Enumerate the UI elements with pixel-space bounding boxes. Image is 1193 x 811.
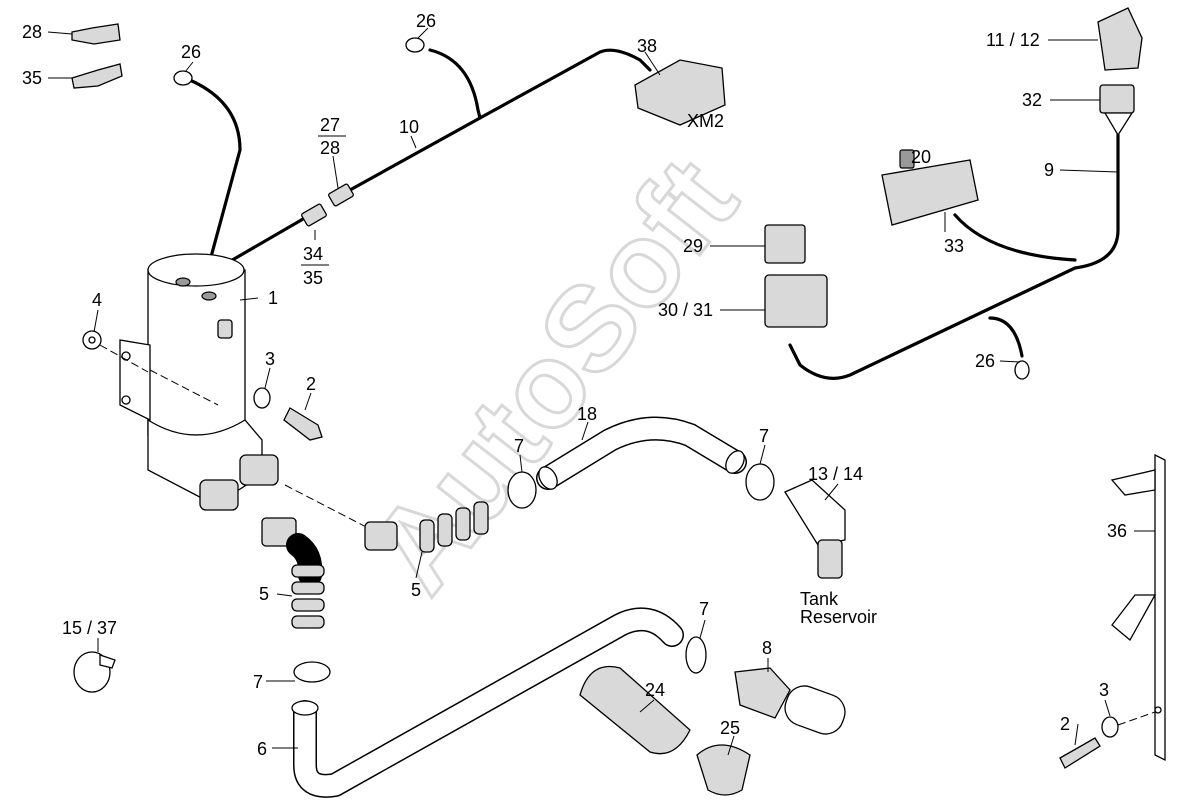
clamp-7-right (745, 463, 775, 501)
washer-3-right (1101, 716, 1119, 738)
label-3-right: 3 (1099, 680, 1109, 700)
connector-27-28 (328, 183, 354, 207)
label-29: 29 (683, 236, 703, 256)
label-7-center: 7 (514, 436, 524, 456)
switch-11-12 (1097, 7, 1143, 71)
label-4: 4 (92, 290, 102, 310)
label-15-37: 15 / 37 (62, 618, 117, 638)
label-7-lower: 7 (253, 672, 263, 692)
label-reservoir: Reservoir (800, 607, 877, 627)
label-36: 36 (1107, 521, 1127, 541)
bolt-2-right (1059, 737, 1101, 769)
hose-5-horizontal (364, 501, 489, 553)
label-26-c: 26 (975, 351, 995, 371)
label-28-connector: 28 (320, 138, 340, 158)
label-28-terminal: 28 (22, 22, 42, 42)
connector-32 (1099, 84, 1135, 114)
clamp-7-filter (685, 636, 707, 674)
label-6: 6 (257, 739, 267, 759)
bolt-2-left (283, 407, 323, 441)
terminal-28 (71, 23, 121, 45)
label-25: 25 (720, 718, 740, 738)
label-7-filter: 7 (699, 599, 709, 619)
label-8: 8 (762, 638, 772, 658)
bracket-36 (1110, 453, 1166, 762)
label-30-31: 30 / 31 (658, 300, 713, 320)
hose-6 (293, 607, 684, 798)
inline-filter-8 (734, 667, 846, 735)
label-18: 18 (577, 404, 597, 424)
label-35-terminal: 35 (22, 68, 42, 88)
clamp-7-lower (293, 661, 331, 683)
label-7-right: 7 (759, 426, 769, 446)
leader-lines (47, 27, 1155, 756)
label-3-left: 3 (265, 349, 275, 369)
relay-29 (764, 224, 806, 264)
label-9: 9 (1044, 160, 1054, 180)
terminal-35 (71, 63, 123, 89)
strainer-25 (696, 744, 751, 796)
filter-sleeve-24 (579, 666, 691, 755)
connector-34-35 (301, 203, 327, 227)
ring-terminal-26-b (405, 37, 425, 53)
label-5-horizontal: 5 (411, 580, 421, 600)
hose-6-end-top (291, 700, 319, 716)
ring-terminal-26-a (173, 70, 193, 86)
label-11-12: 11 / 12 (986, 30, 1040, 50)
callout-labels: 28 35 26 26 38 XM2 10 27 28 34 35 11 / 1… (22, 11, 1127, 759)
label-xm2: XM2 (687, 111, 724, 131)
hose-18-end-right (725, 450, 745, 474)
pump-outlet-fittings (199, 454, 373, 531)
watermark: AutoSoft (345, 134, 762, 616)
label-1: 1 (268, 288, 278, 308)
wiring-harness-10 (183, 48, 652, 270)
label-20: 20 (911, 147, 931, 167)
washer-3-left (253, 387, 271, 409)
connector-38-xm2 (634, 59, 726, 126)
label-33: 33 (944, 236, 964, 256)
label-10: 10 (399, 117, 419, 137)
label-2-left: 2 (306, 374, 316, 394)
label-35-connector: 35 (303, 268, 323, 288)
fuse-box-33 (881, 149, 979, 226)
ring-terminal-26-c (1014, 360, 1030, 380)
label-38: 38 (637, 36, 657, 56)
wiring-harness-9 (788, 133, 1120, 380)
hose-18-end-left (538, 466, 558, 490)
label-13-14: 13 / 14 (808, 464, 863, 484)
label-26-b: 26 (416, 11, 436, 31)
label-27: 27 (320, 115, 340, 135)
label-24: 24 (645, 680, 665, 700)
clamp-7-center (507, 471, 537, 509)
hose-5-vertical (261, 517, 325, 629)
label-34: 34 (303, 244, 323, 264)
relay-base-30-31 (764, 274, 828, 328)
label-tank: Tank (800, 589, 839, 609)
label-26-a: 26 (181, 42, 201, 62)
hose-18 (536, 416, 747, 490)
elbow-13-14 (784, 479, 846, 579)
label-5-vertical: 5 (259, 584, 269, 604)
label-2-right: 2 (1060, 714, 1070, 734)
label-32: 32 (1022, 90, 1042, 110)
